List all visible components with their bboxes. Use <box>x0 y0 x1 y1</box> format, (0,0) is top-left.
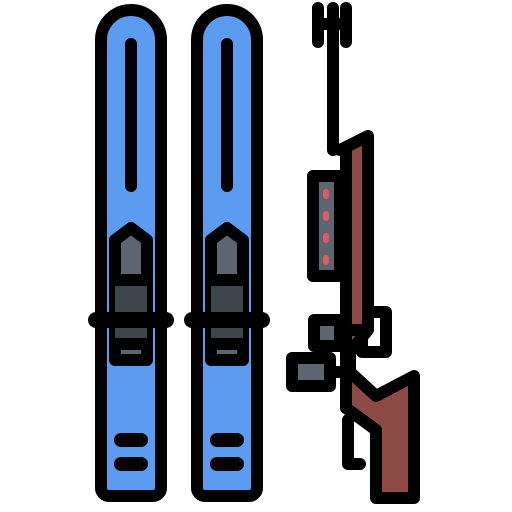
rifle-icon <box>286 2 420 504</box>
ski-right-icon <box>184 4 270 502</box>
ski-left-icon <box>88 4 174 502</box>
